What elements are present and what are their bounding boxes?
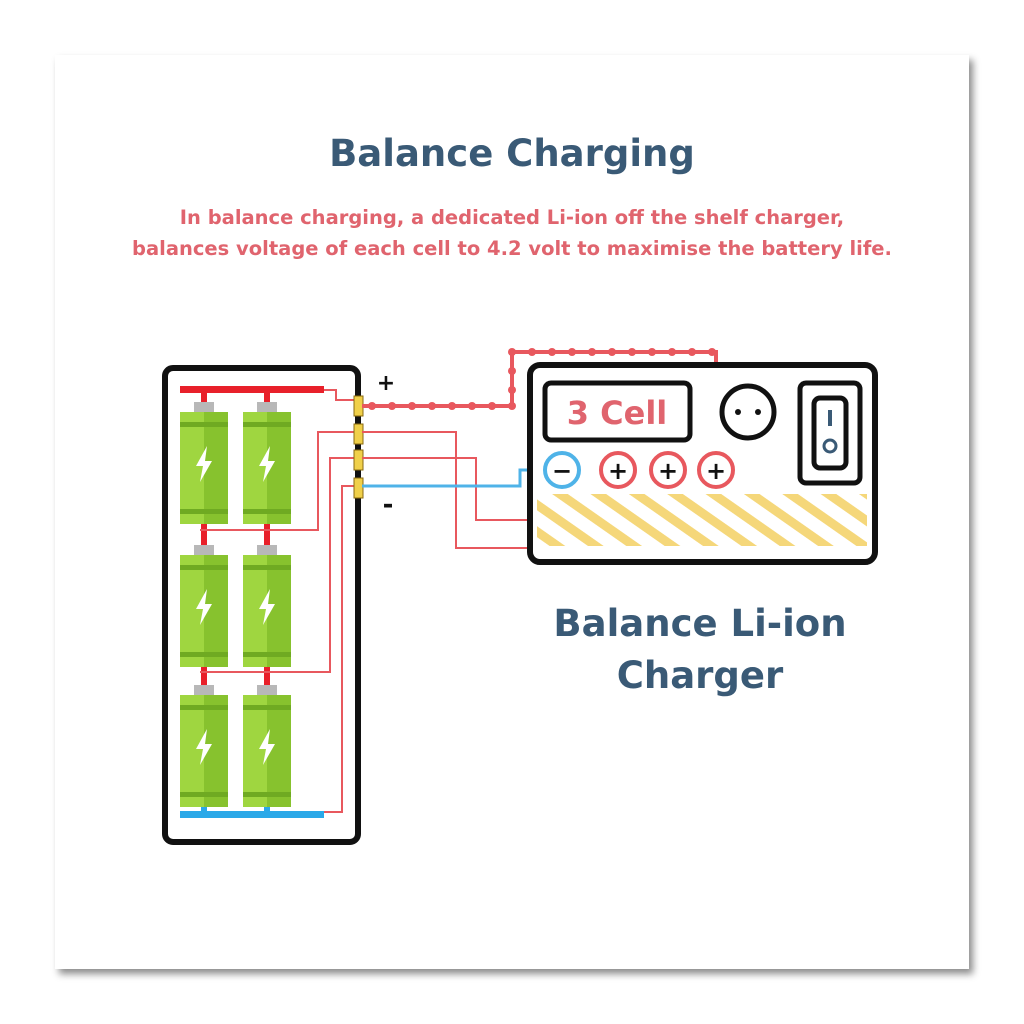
connector-pin-3 — [353, 449, 364, 471]
wire-dot — [628, 348, 636, 356]
wire-dot — [508, 348, 516, 356]
terminal-negative-symbol: − — [552, 457, 572, 485]
charger-label: Balance Li-ion Charger — [520, 598, 880, 702]
cell-cap — [257, 402, 277, 414]
wire-dot — [528, 348, 536, 356]
cell-cap — [194, 402, 214, 414]
wire-dot — [468, 402, 476, 410]
pack-negative-label: - — [383, 490, 394, 520]
cell-band-top — [180, 422, 228, 427]
wire-dot — [368, 402, 376, 410]
battery-cell — [180, 685, 228, 807]
pack-wire-tap-1 — [200, 431, 360, 531]
lightning-bolt-icon — [196, 446, 212, 482]
wire-dot — [548, 348, 556, 356]
wire-dot — [428, 402, 436, 410]
wire-dot — [688, 348, 696, 356]
cell-cap — [257, 545, 277, 557]
wire-dot — [708, 348, 716, 356]
terminal-balance-1-symbol: + — [608, 457, 628, 485]
cell-series-link — [264, 667, 270, 685]
battery-pack: + - — [162, 365, 395, 845]
battery-cell — [180, 402, 228, 524]
cell-band-bottom — [243, 792, 291, 797]
lightning-bolt-icon — [259, 446, 275, 482]
charger: 3 Cell − + + + — [527, 362, 878, 565]
diagram-title: Balance Charging — [329, 132, 695, 175]
lightning-bolt-icon — [259, 729, 275, 765]
cell-cap — [257, 685, 277, 697]
cell-bus-link-top — [264, 392, 270, 402]
subtitle-line-2: balances voltage of each cell to 4.2 vol… — [132, 237, 892, 260]
wire-dot — [448, 402, 456, 410]
cell-band-bottom — [180, 509, 228, 514]
cell-bus-link-bottom — [264, 807, 270, 813]
wire-dot — [568, 348, 576, 356]
cell-band-top — [243, 422, 291, 427]
wire-dot — [508, 402, 516, 410]
terminal-positive — [697, 451, 735, 489]
cell-band-bottom — [180, 652, 228, 657]
wire-dot — [608, 348, 616, 356]
subtitle-line-1: In balance charging, a dedicated Li-ion … — [179, 206, 845, 229]
cell-band-top — [180, 565, 228, 570]
cell-series-link — [201, 524, 207, 545]
battery-cell — [243, 545, 291, 667]
pack-positive-label: + — [377, 371, 395, 396]
cell-band-bottom — [243, 509, 291, 514]
cell-series-link — [264, 524, 270, 545]
battery-cell — [243, 402, 291, 524]
wire-dot — [508, 367, 516, 375]
wire-dot — [488, 402, 496, 410]
cell-cap — [194, 545, 214, 557]
negative-lead — [362, 468, 546, 488]
pack-wire-negative — [324, 485, 360, 813]
charger-socket — [719, 383, 777, 441]
charger-label-line-2: Charger — [616, 654, 784, 697]
terminal-balance-2-symbol: + — [658, 457, 678, 485]
cell-series-link — [201, 667, 207, 685]
lightning-bolt-icon — [196, 729, 212, 765]
switch-off-mark — [822, 438, 838, 454]
positive-bus-bar — [180, 386, 324, 393]
wire-dot — [668, 348, 676, 356]
terminal-negative — [543, 451, 581, 489]
connector-pin-2 — [353, 423, 364, 445]
pack-wire-tap-2 — [200, 457, 360, 673]
terminal-balance-1 — [599, 451, 637, 489]
charger-display-text: 3 Cell — [567, 394, 668, 432]
cell-band-bottom — [243, 652, 291, 657]
cell-bus-link-bottom — [201, 807, 207, 813]
charger-label-line-1: Balance Li-ion — [553, 602, 847, 645]
connector-pin-4 — [353, 477, 364, 499]
negative-bus-bar — [180, 811, 324, 818]
cell-band-bottom — [180, 792, 228, 797]
lightning-bolt-icon — [196, 589, 212, 625]
power-switch-rocker — [811, 395, 849, 471]
wire-dot — [648, 348, 656, 356]
wire-dot — [408, 402, 416, 410]
cell-band-top — [243, 565, 291, 570]
cell-band-top — [180, 705, 228, 710]
wire-dot — [508, 386, 516, 394]
cell-cap — [194, 685, 214, 697]
socket-hole-right — [755, 409, 761, 415]
terminal-balance-2 — [649, 451, 687, 489]
charger-hatch — [537, 494, 867, 546]
lightning-bolt-icon — [259, 589, 275, 625]
battery-cells — [180, 392, 291, 813]
socket-hole-left — [735, 409, 741, 415]
wire-dot — [588, 348, 596, 356]
battery-cell — [243, 685, 291, 807]
charger-display — [542, 380, 693, 443]
cell-bus-link-top — [201, 392, 207, 402]
cell-band-top — [243, 705, 291, 710]
terminal-positive-symbol: + — [706, 457, 726, 485]
wire-dot — [388, 402, 396, 410]
connector-pin-1 — [353, 395, 364, 417]
diagram-subtitle: In balance charging, a dedicated Li-ion … — [0, 202, 1024, 264]
battery-cell — [180, 545, 228, 667]
pack-wire-positive — [324, 389, 360, 401]
